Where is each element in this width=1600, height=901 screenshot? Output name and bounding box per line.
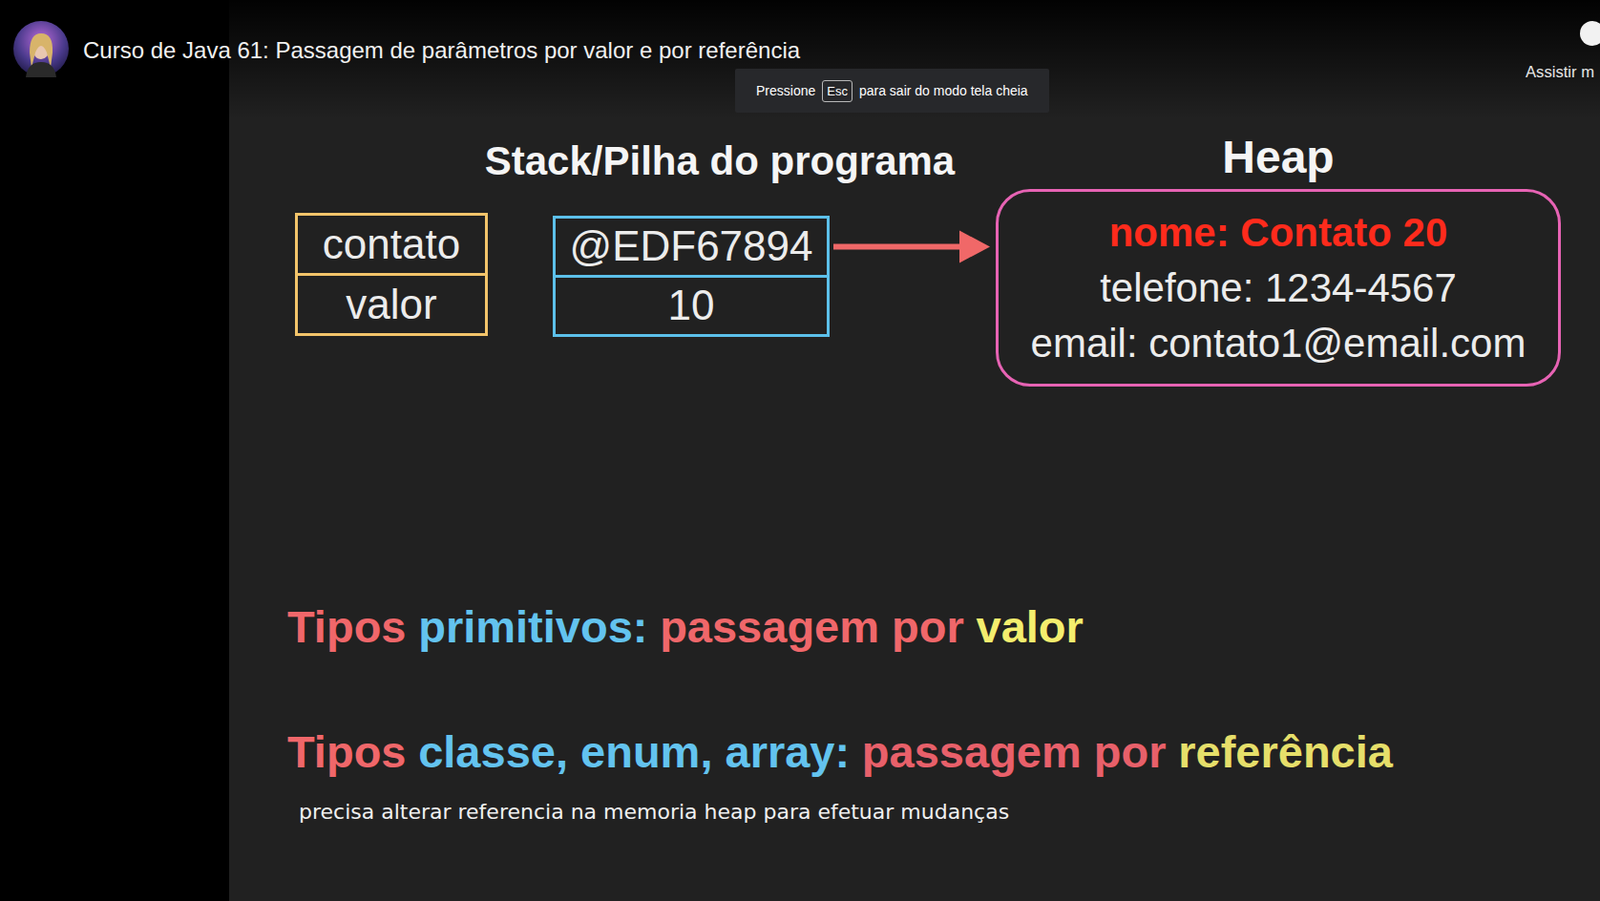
rule-text: valor bbox=[976, 601, 1084, 653]
stack-value-box: 10 bbox=[552, 274, 830, 337]
letterbox-band bbox=[0, 0, 230, 901]
section-heading-row: Stack/Pilha do programa bbox=[484, 139, 955, 184]
variable-name-box: valor bbox=[294, 273, 488, 337]
rule-text: primitivos: bbox=[418, 601, 648, 653]
corner-button bbox=[1575, 19, 1600, 48]
variable-name-box: contato bbox=[294, 212, 488, 276]
note-text: precisa alterar referencia na memoria he… bbox=[298, 798, 1010, 827]
box-text: valor bbox=[345, 281, 437, 328]
rule-text-row: Tiposprimitivos:passagem porvalor bbox=[287, 601, 1084, 653]
rule-text: referência bbox=[1178, 726, 1393, 779]
section-heading: Stack/Pilha do programa bbox=[484, 139, 955, 184]
box-text: @EDF67894 bbox=[568, 223, 813, 270]
rule-text: passagem por bbox=[659, 601, 965, 653]
rule-text: classe, enum, array: bbox=[418, 726, 850, 779]
stack-value-box: @EDF67894 bbox=[552, 215, 830, 278]
rule-text: Tipos bbox=[287, 601, 406, 653]
arrow-shaft bbox=[833, 244, 962, 251]
rule-text: Tipos bbox=[287, 726, 406, 779]
heap-name: nome: Contato 20 bbox=[1109, 205, 1449, 261]
fullscreen-tooltip: Pressione Esc para sair do modo tela cheia bbox=[735, 68, 1050, 113]
rule-text: passagem por bbox=[862, 726, 1167, 779]
heap-object-box: Heapnome: Contato 20telefone: 1234-4567e… bbox=[995, 189, 1561, 387]
heap-title: Heap bbox=[998, 134, 1558, 181]
key-cap: Esc bbox=[821, 80, 853, 103]
watch-later-text-row: Assistir m bbox=[1525, 61, 1595, 85]
key-text: Esc bbox=[826, 84, 848, 99]
heap-line: email: contato1@email.com bbox=[1031, 315, 1527, 372]
rule-text-row: Tiposclasse, enum, array:passagem porref… bbox=[287, 726, 1393, 779]
box-text: contato bbox=[322, 221, 461, 268]
channel-avatar bbox=[12, 20, 70, 78]
tip-text: Pressione bbox=[756, 83, 816, 99]
video-title: Curso de Java 61: Passagem de parâmetros… bbox=[83, 37, 800, 64]
pointer-arrow bbox=[833, 231, 990, 264]
box-text: 10 bbox=[668, 282, 716, 329]
note-text-row: precisa alterar referencia na memoria he… bbox=[298, 798, 1010, 827]
watch-later-text: Assistir m bbox=[1525, 61, 1595, 85]
tip-text: para sair do modo tela cheia bbox=[859, 83, 1029, 99]
heap-line: telefone: 1234-4567 bbox=[1099, 260, 1457, 316]
arrow-head bbox=[959, 231, 990, 264]
